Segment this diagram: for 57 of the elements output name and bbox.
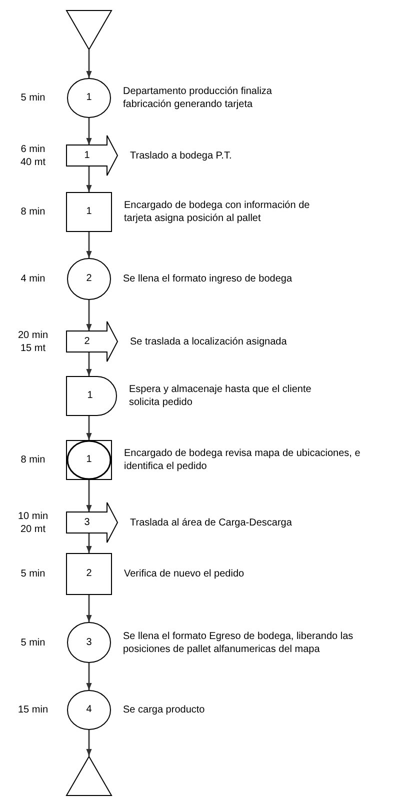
operation-circle	[67, 690, 111, 730]
step-description: Se llena el formato ingreso de bodega	[123, 272, 294, 286]
inspection-square	[66, 553, 112, 595]
operation-circle	[67, 78, 111, 118]
step-number: 1	[86, 92, 92, 104]
step-description: Verifica de nuevo el pedido	[124, 568, 246, 580]
flow-arrow	[86, 595, 92, 622]
duration-label: 5 min	[20, 636, 46, 649]
step-description: Se carga producto	[123, 704, 206, 716]
step-number: 2	[86, 273, 92, 285]
flow-arrow	[86, 730, 92, 756]
step-description: Espera y almacenaje hasta que el cliente solicita pedido	[129, 383, 312, 409]
step-number: 3	[86, 636, 92, 648]
flow-arrow	[86, 480, 92, 512]
duration-label: 10 min 20 mt	[16, 510, 49, 536]
flow-arrow	[86, 232, 92, 258]
duration-label: 15 min	[16, 704, 49, 716]
flow-arrow	[86, 416, 92, 440]
step-number: 3	[84, 516, 90, 528]
operation-circle	[67, 258, 111, 300]
end-triangle	[66, 756, 112, 796]
combined-operation-inspection-symbol	[66, 440, 112, 480]
start-triangle	[66, 10, 112, 50]
delay-symbol	[66, 376, 117, 416]
step-number: 2	[86, 568, 92, 580]
transport-arrow-symbol	[66, 135, 118, 176]
step-description: Se traslada a localización asignada	[130, 335, 288, 348]
flow-arrow	[86, 300, 92, 331]
inspection-square	[66, 192, 112, 232]
step-number: 1	[84, 150, 90, 162]
step-description: Se llena el formato Egreso de bodega, liberando las posiciones de pallet alfanumericas del mapa	[123, 630, 354, 656]
step-number: 2	[84, 336, 90, 348]
duration-label: 4 min	[20, 272, 46, 286]
flow-arrow	[86, 352, 92, 376]
duration-label: 8 min	[20, 206, 46, 218]
duration-label: 5 min	[20, 568, 46, 580]
flow-arrow	[86, 166, 92, 192]
flow-arrow	[86, 533, 92, 553]
step-description: Encargado de bodega revisa mapa de ubicaciones, e identifica el pedido	[124, 447, 362, 473]
flow-arrow	[86, 118, 92, 145]
duration-label: 6 min 40 mt	[19, 142, 46, 168]
transport-arrow-symbol	[66, 321, 118, 362]
flow-arrow	[86, 50, 92, 78]
step-description: Departamento producción finaliza fabricación generando tarjeta	[123, 85, 273, 111]
flow-arrow	[86, 663, 92, 690]
step-number: 1	[86, 454, 92, 466]
step-description: Traslado a bodega P.T.	[130, 149, 233, 162]
step-number: 1	[87, 390, 93, 402]
step-number: 4	[86, 704, 92, 716]
duration-label: 5 min	[20, 92, 46, 104]
step-description: Traslada al área de Carga-Descarga	[130, 516, 293, 529]
step-description: Encargado de bodega con información de tarjeta asigna posición al pallet	[124, 199, 311, 225]
step-number: 1	[86, 206, 92, 218]
operation-circle	[67, 622, 111, 663]
duration-label: 20 min 15 mt	[16, 328, 49, 354]
duration-label: 8 min	[20, 454, 46, 466]
transport-arrow-symbol	[66, 502, 118, 543]
